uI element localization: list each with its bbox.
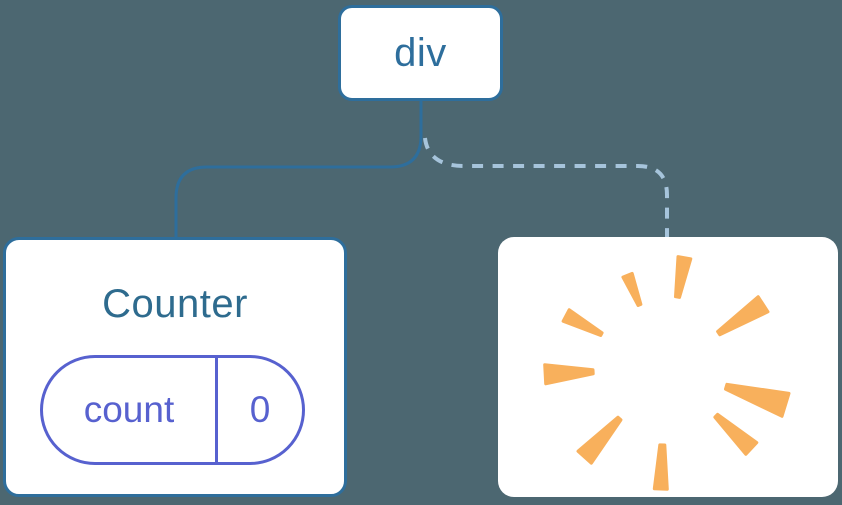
- state-key-label: count: [83, 389, 175, 430]
- connector-div-to-removed: [423, 137, 669, 238]
- tree-node-div: div: [338, 5, 503, 101]
- poof-ray: [561, 308, 604, 337]
- poof-ray: [621, 271, 643, 307]
- state-pill-key-cell: count: [43, 358, 218, 462]
- state-value-label: 0: [249, 389, 271, 430]
- poof-ray: [674, 255, 693, 299]
- state-pill: count 0: [40, 355, 305, 465]
- poof-ray: [652, 443, 669, 491]
- tree-node-removed: [498, 237, 838, 497]
- poof-ray: [713, 412, 759, 456]
- div-node-label: div: [394, 30, 447, 75]
- poof-explosion-icon: [543, 255, 791, 491]
- poof-ray: [543, 363, 595, 386]
- state-pill-value-cell: 0: [218, 358, 302, 462]
- tree-node-counter: Counter count 0: [3, 237, 347, 497]
- poof-ray: [716, 295, 770, 337]
- poof-ray: [724, 382, 791, 418]
- counter-title: Counter: [102, 282, 248, 326]
- connector-div-to-counter: [174, 100, 423, 240]
- poof-ray: [576, 415, 623, 465]
